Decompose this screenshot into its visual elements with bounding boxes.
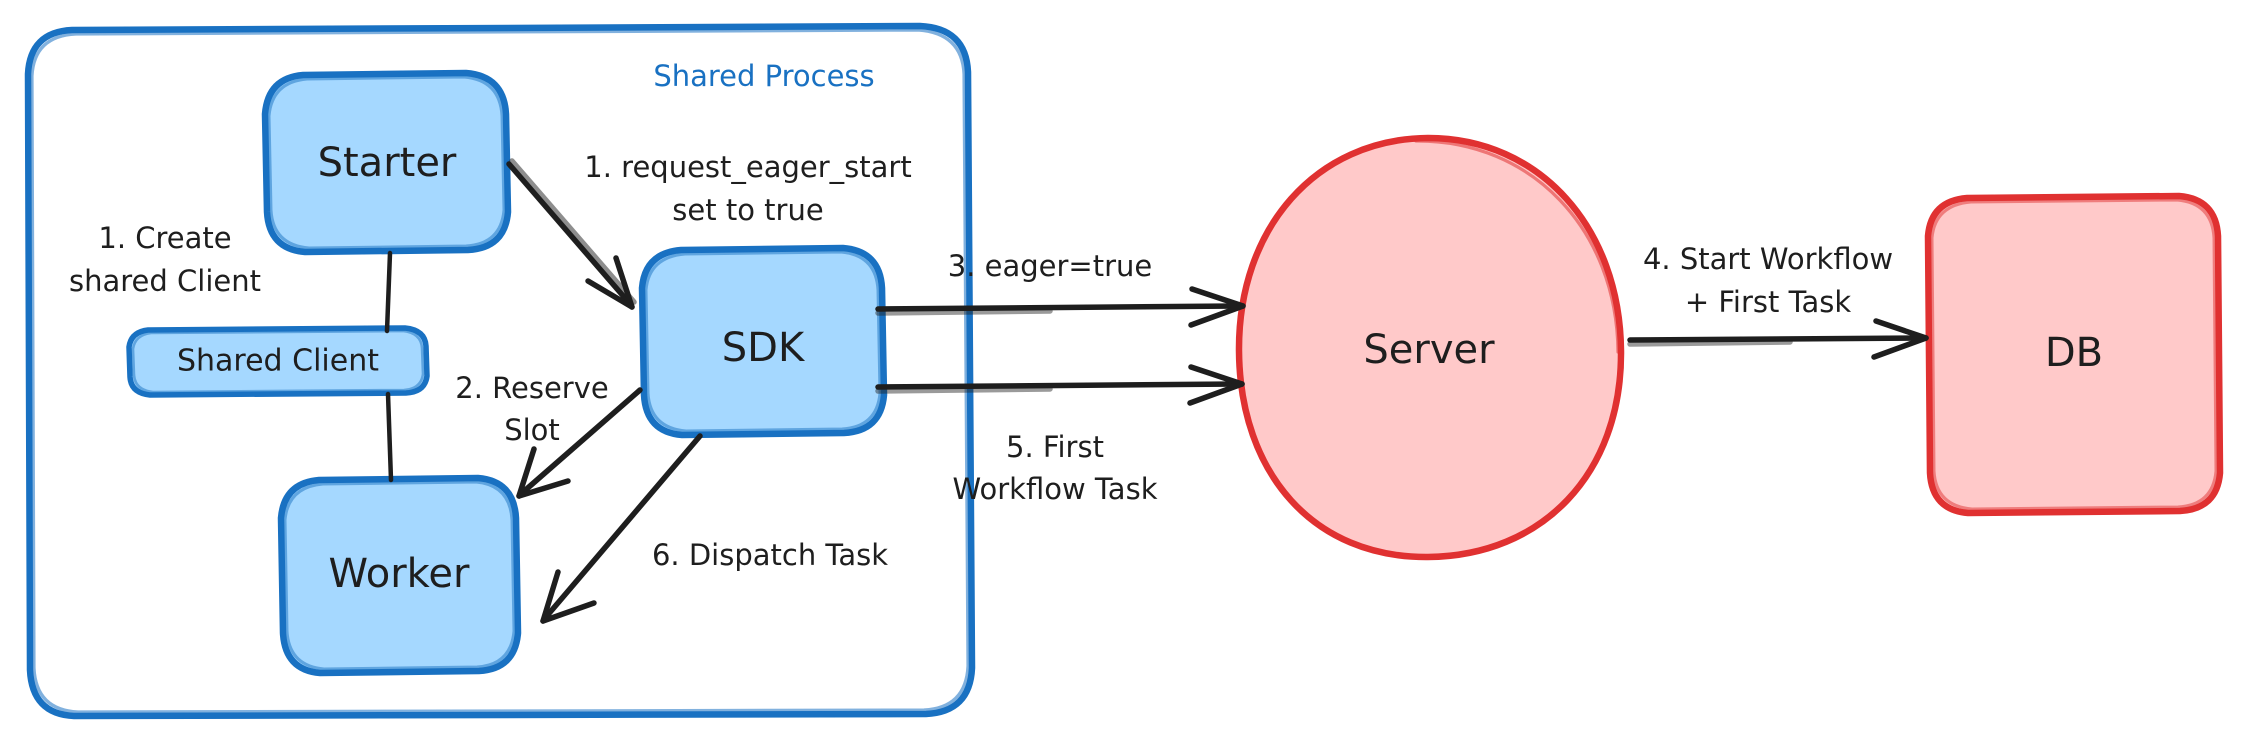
- server-label: Server: [1363, 327, 1495, 373]
- label-request-eager-start: 1. request_eager_start set to true: [584, 150, 911, 227]
- label-dispatch-task: 6. Dispatch Task: [652, 538, 888, 572]
- label-start-workflow: 4. Start Workflow + First Task: [1643, 242, 1893, 319]
- node-starter[interactable]: Starter: [261, 69, 512, 256]
- edge-server-sdk-first-task[interactable]: [875, 364, 1245, 406]
- node-shared-client[interactable]: Shared Client: [126, 325, 430, 398]
- label-first-workflow-task: 5. First Workflow Task: [953, 430, 1158, 506]
- dispatch-task-text: 6. Dispatch Task: [652, 538, 888, 572]
- worker-label: Worker: [329, 551, 470, 597]
- request-eager-start-line2: set to true: [672, 193, 823, 227]
- shared-process-label: Shared Process: [653, 59, 874, 93]
- first-workflow-task-line2: Workflow Task: [953, 472, 1158, 506]
- edge-shared-client-worker[interactable]: [385, 391, 394, 483]
- start-workflow-line2: + First Task: [1685, 285, 1852, 319]
- starter-label: Starter: [318, 140, 457, 186]
- node-server[interactable]: Server: [1235, 134, 1625, 561]
- label-create-shared-client: 1. Create shared Client: [69, 221, 261, 298]
- edge-starter-shared-client[interactable]: [384, 250, 393, 334]
- edge-sdk-server-eager[interactable]: [875, 286, 1246, 328]
- edge-starter-sdk[interactable]: [506, 158, 637, 310]
- edge-sdk-worker-dispatch-task[interactable]: [540, 433, 703, 624]
- sdk-label: SDK: [722, 325, 806, 371]
- reserve-slot-line2: Slot: [504, 413, 560, 447]
- shared-client-label: Shared Client: [177, 344, 379, 379]
- request-eager-start-line1: 1. request_eager_start: [584, 150, 911, 184]
- edge-sdk-worker-reserve-slot[interactable]: [516, 387, 643, 499]
- create-shared-client-line1: 1. Create: [98, 221, 231, 255]
- node-sdk[interactable]: SDK: [638, 244, 888, 439]
- create-shared-client-line2: shared Client: [69, 264, 261, 298]
- shared-process-frame[interactable]: Shared Process: [24, 22, 976, 720]
- label-eager-true: 3. eager=true: [948, 249, 1153, 283]
- reserve-slot-line1: 2. Reserve: [455, 371, 608, 405]
- db-label: DB: [2045, 330, 2103, 376]
- start-workflow-line1: 4. Start Workflow: [1643, 242, 1893, 276]
- edge-server-db-start-workflow[interactable]: [1627, 318, 1929, 360]
- label-reserve-slot: 2. Reserve Slot: [455, 371, 608, 447]
- node-worker[interactable]: Worker: [277, 474, 522, 677]
- node-db[interactable]: DB: [1924, 192, 2224, 517]
- first-workflow-task-line1: 5. First: [1006, 430, 1104, 464]
- eager-true-text: 3. eager=true: [948, 249, 1153, 283]
